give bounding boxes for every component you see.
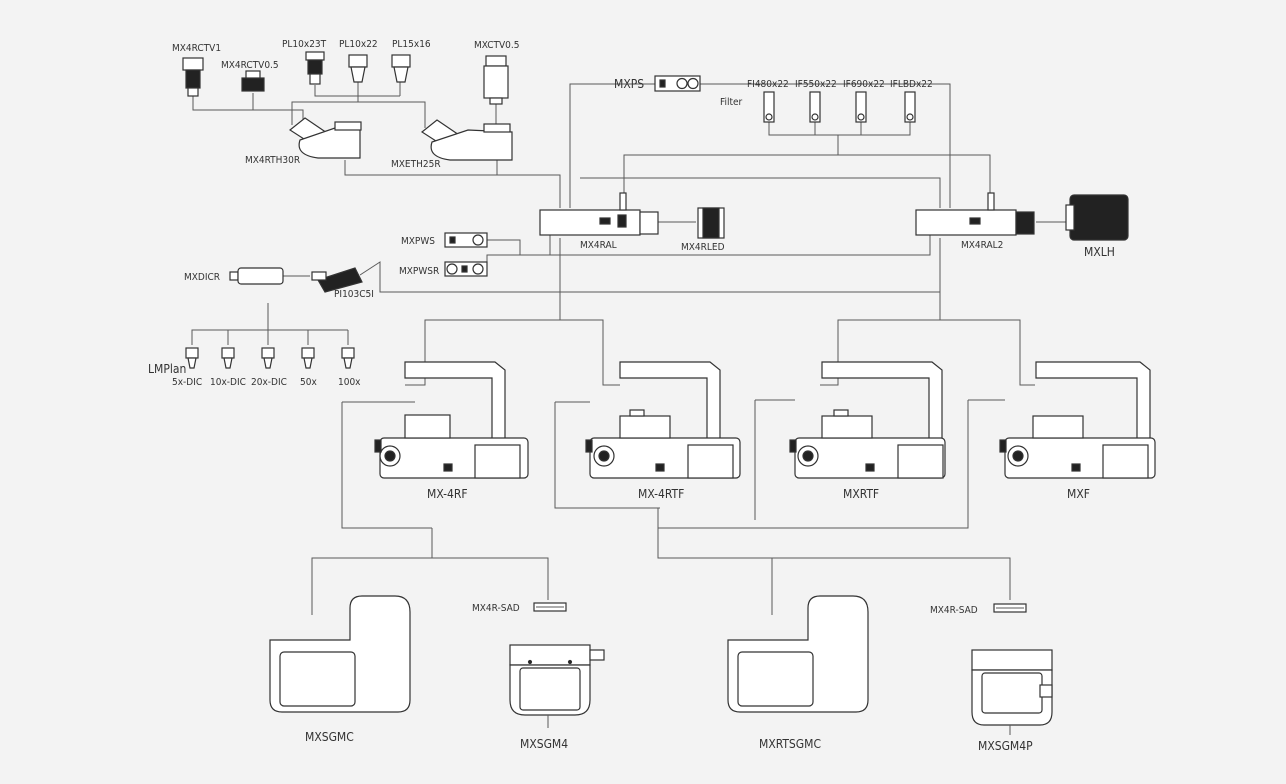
mx4r-sad-2-label: MX4R-SAD (930, 605, 978, 616)
mxsgm4-label: MXSGM4 (520, 737, 568, 751)
mxrtsgmc-stage (727, 595, 869, 713)
mxsgm4-stage (509, 644, 605, 728)
obj-50x-label: 50x (300, 377, 317, 388)
mx4rctv05-label: MX4RCTV0.5 (221, 60, 279, 71)
mxsgmc-stage (269, 595, 411, 713)
mx4ral2-device (915, 192, 1035, 236)
filter-cubes (763, 91, 916, 123)
eyepiece-pl10x23t (305, 51, 325, 85)
microscope-mx4rf (374, 361, 529, 479)
mx4r-sad-1-device (533, 602, 567, 612)
pi103c5i-nosepiece (311, 267, 363, 293)
mx4rled-label: MX4RLED (681, 242, 725, 253)
mxps-device (654, 75, 701, 92)
microscope-mx4rtf (585, 361, 741, 479)
if690-label: IF690x22 (843, 79, 885, 90)
mx4rled-device (697, 207, 725, 239)
mxsgm4p-stage (971, 649, 1053, 735)
mxdicr-label: MXDICR (184, 272, 220, 283)
mx4rctv05-device (241, 70, 265, 92)
mx4r-sad-1-label: MX4R-SAD (472, 603, 520, 614)
mxctv05-device (483, 55, 509, 105)
connector-lines (191, 82, 1066, 615)
mxlh-label: MXLH (1084, 245, 1115, 259)
mxf-label: MXF (1067, 487, 1090, 501)
mx4rctv1-device (182, 57, 204, 97)
filter-label: Filter (720, 97, 743, 108)
mxpwsr-label: MXPWSR (399, 266, 439, 277)
lmplan-label: LMPlan (148, 362, 186, 376)
fi480-label: FI480x22 (747, 79, 789, 90)
mx4ral-device (539, 192, 659, 236)
pi103c5i-label: PI103C5I (334, 289, 374, 300)
mxpws-label: MXPWS (401, 236, 435, 247)
mxdicr-device (229, 267, 284, 285)
mx4ral2-label: MX4RAL2 (961, 240, 1003, 251)
pl15x16-label: PL15x16 (392, 39, 431, 50)
mxsgm4p-label: MXSGM4P (978, 739, 1033, 753)
eyepiece-pl15x16 (391, 54, 411, 83)
mxlh-lamphouse (1065, 194, 1129, 241)
microscope-mxrtf (789, 361, 946, 479)
obj-20x-label: 20x-DIC (251, 377, 287, 388)
mxps-label: MXPS (614, 77, 644, 91)
eyepiece-pl10x22 (348, 54, 368, 83)
pl10x23t-label: PL10x23T (282, 39, 327, 50)
mxrtf-label: MXRTF (843, 487, 879, 501)
mxeth25r-label: MXETH25R (391, 159, 441, 170)
mx4rth30r-label: MX4RTH30R (245, 155, 300, 166)
mx4rf-label: MX-4RF (427, 487, 468, 501)
mxeth25r-head (420, 119, 513, 161)
mxsgmc-label: MXSGMC (305, 730, 354, 744)
mxrtsgmc-label: MXRTSGMC (759, 737, 821, 751)
iflbd-label: IFLBDx22 (890, 79, 933, 90)
mxpws-device (444, 232, 488, 248)
if550-label: IF550x22 (795, 79, 837, 90)
mxctv05-label: MXCTV0.5 (474, 40, 519, 51)
obj-100x-label: 100x (338, 377, 361, 388)
obj-5x-label: 5x-DIC (172, 377, 202, 388)
mx4rth30r-head (288, 117, 362, 159)
mx4rctv1-label: MX4RCTV1 (172, 43, 221, 54)
objectives (185, 347, 355, 369)
mx4rtf-label: MX-4RTF (638, 487, 684, 501)
microscope-mxf (999, 361, 1156, 479)
pl10x22-label: PL10x22 (339, 39, 378, 50)
obj-10x-label: 10x-DIC (210, 377, 246, 388)
mx4r-sad-2-device (993, 603, 1027, 613)
mxpwsr-device (444, 261, 488, 277)
mx4ral-label: MX4RAL (580, 240, 617, 251)
